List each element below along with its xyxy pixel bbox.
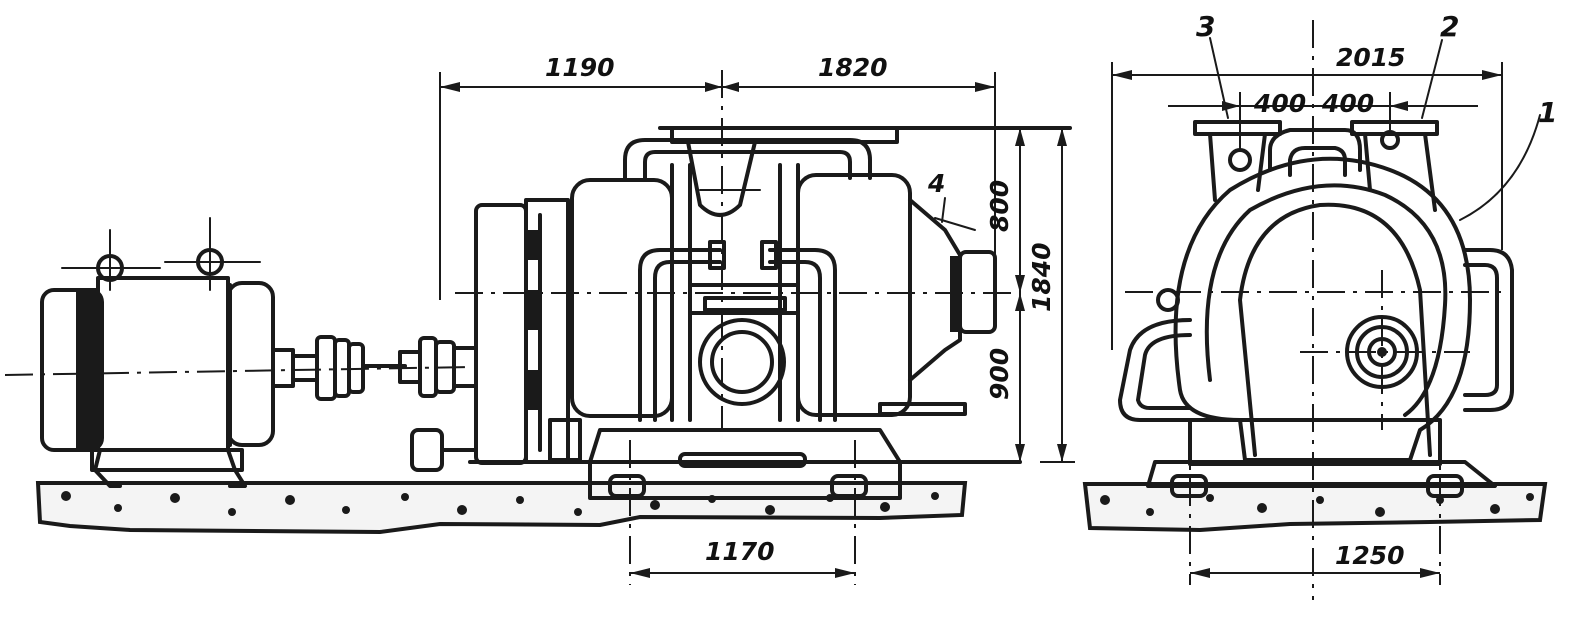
- machine-body: [410, 126, 1072, 500]
- end-foundation: [1082, 482, 1548, 533]
- dim-end-base: 1250: [1335, 541, 1405, 570]
- volute-casing: [1173, 156, 1472, 462]
- dim-end-half-right: 400: [1321, 89, 1374, 118]
- callout-4: 4: [927, 169, 945, 198]
- end-view: 2015 400 400 1250 3 2 1: [1082, 10, 1557, 600]
- side-view: 1190 1820 800 900 1840 1170 4: [4, 53, 1075, 585]
- end-dimensions: [1111, 37, 1541, 578]
- dim-top-right: 1820: [818, 53, 888, 82]
- dim-side-lower: 900: [985, 348, 1014, 400]
- dim-base-side: 1170: [705, 537, 775, 566]
- dim-side-upper: 800: [985, 180, 1014, 232]
- electric-motor: [40, 217, 275, 488]
- callout-1: 1: [1538, 96, 1557, 129]
- shaft-couplings: [4, 335, 478, 401]
- callout-2: 2: [1440, 10, 1459, 43]
- side-foundation: [35, 481, 968, 535]
- dim-height-total: 1840: [1027, 242, 1056, 312]
- dim-top-left: 1190: [545, 53, 615, 82]
- dim-end-width: 2015: [1336, 43, 1406, 72]
- callout-3: 3: [1196, 10, 1215, 43]
- side-dimensions: [439, 72, 1075, 578]
- dim-end-half-left: 400: [1253, 89, 1306, 118]
